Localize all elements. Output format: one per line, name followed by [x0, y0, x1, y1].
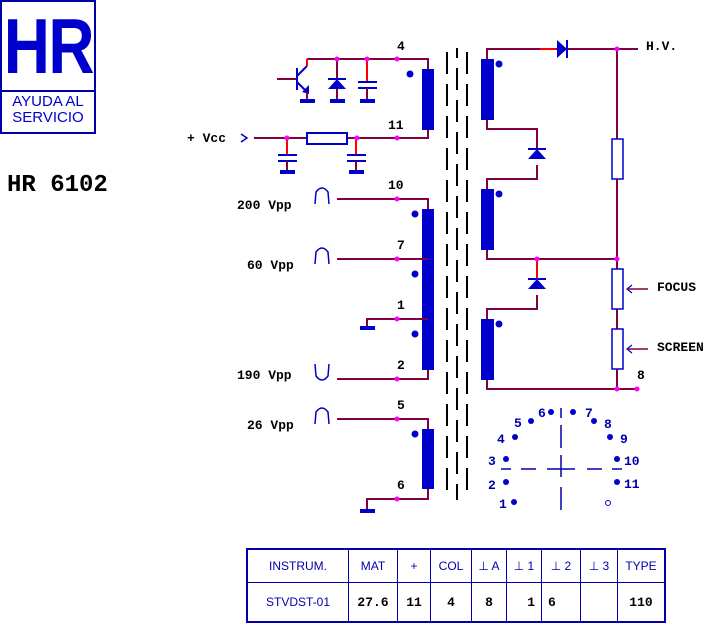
socket-pin-6: 6: [538, 406, 546, 421]
logo-subtitle-line1: AYUDA AL: [12, 93, 84, 110]
focus-label: FOCUS: [657, 280, 696, 295]
positive-pulse-icon: [314, 407, 330, 425]
header-mat: MAT: [348, 548, 398, 583]
header-ground-2: ⊥ 2: [541, 548, 581, 583]
transformer-core: [446, 48, 468, 500]
polarity-dot-icon: [411, 330, 419, 338]
transistor-icon: [277, 59, 315, 103]
negative-pulse-icon: [314, 363, 330, 381]
pin-label-2: 2: [397, 358, 405, 373]
socket-pin-9: 9: [620, 432, 628, 447]
signal-label-60vpp: 60 Vpp: [247, 258, 294, 273]
primary-winding-10-2: [337, 198, 434, 380]
value-col: 4: [430, 582, 472, 623]
value-mat: 27.6: [348, 582, 398, 623]
cascade-diode-icon: [528, 278, 546, 289]
value-ground-1: 1: [506, 582, 542, 623]
model-title: HR 6102: [7, 172, 108, 199]
pin-label-7: 7: [397, 238, 405, 253]
pin-label-10: 10: [388, 178, 404, 193]
logo-mark-box: HR: [2, 2, 94, 92]
socket-pin-11: 11: [624, 477, 640, 492]
socket-pinout: 1 2 3 4 5 6 7 8 9 10 11: [488, 406, 640, 512]
header-type: TYPE: [617, 548, 666, 583]
logo: HR AYUDA AL SERVICIO: [0, 0, 96, 134]
screen-label: SCREEN: [657, 340, 704, 355]
signal-label-26vpp: 26 Vpp: [247, 418, 294, 433]
socket-pin-3: 3: [488, 454, 496, 469]
focus-potentiometer-icon: [611, 268, 624, 310]
signal-label-190vpp: 190 Vpp: [237, 368, 292, 383]
spec-table-header-row: INSTRUM. MAT + COL ⊥ A ⊥ 1 ⊥ 2 ⊥ 3 TYPE: [246, 548, 666, 583]
bleeder-resistor-icon: [611, 138, 624, 180]
polarity-dot-icon: [411, 210, 419, 218]
header-col: COL: [430, 548, 472, 583]
polarity-dot-icon: [411, 270, 419, 278]
value-plus: 11: [397, 582, 431, 623]
pin-label-4: 4: [397, 39, 405, 54]
signal-label-200vpp: 200 Vpp: [237, 198, 292, 213]
input-arrow-icon: [240, 133, 249, 143]
pin-label-1: 1: [397, 298, 405, 313]
spec-table-value-row: STVDST-01 27.6 11 4 8 1 6 110: [246, 582, 666, 623]
polarity-dot-icon: [406, 70, 414, 78]
logo-subtitle: AYUDA AL SERVICIO: [2, 94, 94, 126]
primary-winding-4-11: [254, 58, 434, 139]
hv-diode-icon: [540, 40, 568, 58]
socket-pin-1: 1: [499, 497, 507, 512]
cascade-diode-icon: [528, 148, 546, 159]
header-ground-1: ⊥ 1: [506, 548, 542, 583]
hv-label: H.V.: [646, 39, 677, 54]
logo-subtitle-line2: SERVICIO: [12, 109, 84, 126]
pin-label-8: 8: [637, 368, 645, 383]
damper-diode-icon: [328, 59, 346, 103]
value-instrum: STVDST-01: [246, 582, 349, 623]
filter-network: [278, 132, 366, 174]
value-ground-3: [580, 582, 618, 623]
value-type: 110: [617, 582, 666, 623]
socket-pin-7: 7: [585, 406, 593, 421]
spec-table: INSTRUM. MAT + COL ⊥ A ⊥ 1 ⊥ 2 ⊥ 3 TYPE …: [246, 548, 666, 623]
header-ground-a: ⊥ A: [471, 548, 507, 583]
header-instrum: INSTRUM.: [246, 548, 349, 583]
socket-pin-4: 4: [497, 432, 505, 447]
socket-pin-10: 10: [624, 454, 640, 469]
positive-pulse-icon: [314, 187, 330, 205]
logo-mark: HR: [3, 2, 94, 90]
primary-winding-5-6: [337, 418, 434, 513]
pin-label-5: 5: [397, 398, 405, 413]
polarity-dot-icon: [495, 60, 503, 68]
socket-pin-8: 8: [604, 417, 612, 432]
polarity-dot-icon: [411, 430, 419, 438]
polarity-dot-icon: [495, 320, 503, 328]
capacitor-icon: [358, 59, 377, 103]
schematic: 4 11 + Vcc: [187, 39, 704, 513]
polarity-dot-icon: [495, 190, 503, 198]
screen-potentiometer-icon: [611, 328, 624, 370]
pin-label-11: 11: [388, 118, 404, 133]
header-ground-3: ⊥ 3: [580, 548, 618, 583]
header-plus: +: [397, 548, 431, 583]
value-ground-2: 6: [541, 582, 581, 623]
socket-pin-5: 5: [514, 416, 522, 431]
socket-pin-2: 2: [488, 478, 496, 493]
value-ground-a: 8: [471, 582, 507, 623]
positive-pulse-icon: [314, 247, 330, 265]
pin-label-6: 6: [397, 478, 405, 493]
vcc-label: + Vcc: [187, 131, 226, 146]
